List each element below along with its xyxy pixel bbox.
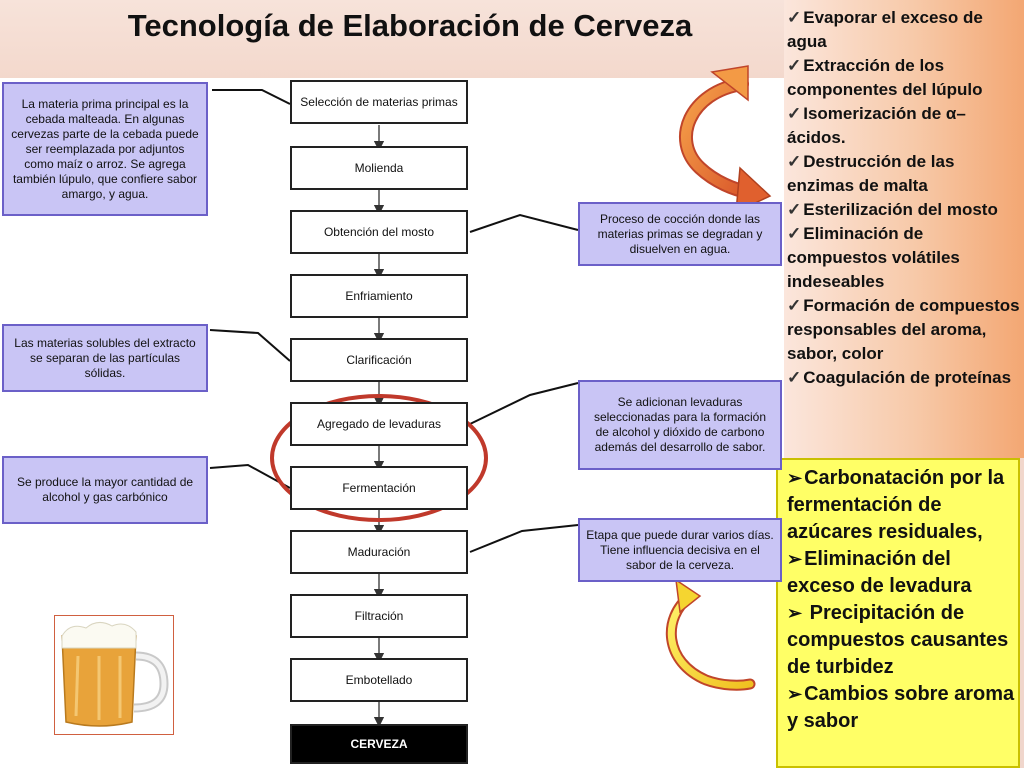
list-item: ✓Formación de compuestos responsables de…	[787, 296, 1020, 363]
coccion-effects-list: ✓Evaporar el exceso de agua ✓Extracción …	[787, 6, 1023, 390]
list-item: ✓Esterilización del mosto	[787, 200, 998, 219]
step-seleccion-materias-primas: Selección de materias primas	[290, 80, 468, 124]
maduracion-effects-box	[776, 458, 1020, 768]
note-levaduras: Se adicionan levaduras seleccionadas par…	[578, 380, 782, 470]
arrowhead-icon: ➢	[787, 468, 803, 488]
check-icon: ✓	[787, 8, 802, 27]
note-materia-prima: La materia prima principal es la cebada …	[2, 82, 208, 216]
note-fermentacion: Se produce la mayor cantidad de alcohol …	[2, 456, 208, 524]
check-icon: ✓	[787, 368, 802, 387]
list-item: ➢ Precipitación de compuestos causantes …	[787, 602, 1009, 678]
list-item: ➢Carbonatación por la fermentación de az…	[787, 467, 1005, 543]
list-item: ➢Cambios sobre aroma y sabor	[787, 683, 1015, 732]
check-icon: ✓	[787, 104, 802, 123]
list-item: ✓Extracción de los componentes del lúpul…	[787, 56, 983, 99]
check-icon: ✓	[787, 224, 802, 243]
step-embotellado: Embotellado	[290, 658, 468, 702]
arrowhead-icon: ➢	[787, 684, 803, 704]
step-agregado-levaduras: Agregado de levaduras	[290, 402, 468, 446]
list-item: ✓Destrucción de las enzimas de malta	[787, 152, 955, 195]
check-icon: ✓	[787, 152, 802, 171]
coccion-effects-panel	[784, 0, 1024, 458]
maduracion-effects-list: ➢Carbonatación por la fermentación de az…	[787, 465, 1019, 735]
list-item: ✓Isomerización de α–ácidos.	[787, 104, 966, 147]
note-maduracion: Etapa que puede durar varios días. Tiene…	[578, 518, 782, 582]
step-maduracion: Maduración	[290, 530, 468, 574]
step-cerveza: CERVEZA	[290, 724, 468, 764]
arrowhead-icon: ➢	[787, 549, 803, 569]
arrowhead-icon: ➢	[787, 603, 803, 623]
list-item: ✓Coagulación de proteínas	[787, 368, 1012, 387]
note-clarificacion: Las materias solubles del extracto se se…	[2, 324, 208, 392]
step-enfriamiento: Enfriamiento	[290, 274, 468, 318]
note-coccion: Proceso de cocción donde las materias pr…	[578, 202, 782, 266]
step-clarificacion: Clarificación	[290, 338, 468, 382]
step-molienda: Molienda	[290, 146, 468, 190]
step-obtencion-mosto: Obtención del mosto	[290, 210, 468, 254]
slide-title: Tecnología de Elaboración de Cerveza	[127, 8, 693, 43]
list-item: ✓Evaporar el exceso de agua	[787, 8, 983, 51]
check-icon: ✓	[787, 200, 802, 219]
step-fermentacion: Fermentación	[290, 466, 468, 510]
check-icon: ✓	[787, 296, 802, 315]
beer-mug-image	[54, 615, 174, 735]
check-icon: ✓	[787, 56, 802, 75]
list-item: ✓Eliminación de compuestos volátiles ind…	[787, 224, 960, 291]
list-item: ➢Eliminación del exceso de levadura	[787, 548, 972, 597]
step-filtracion: Filtración	[290, 594, 468, 638]
